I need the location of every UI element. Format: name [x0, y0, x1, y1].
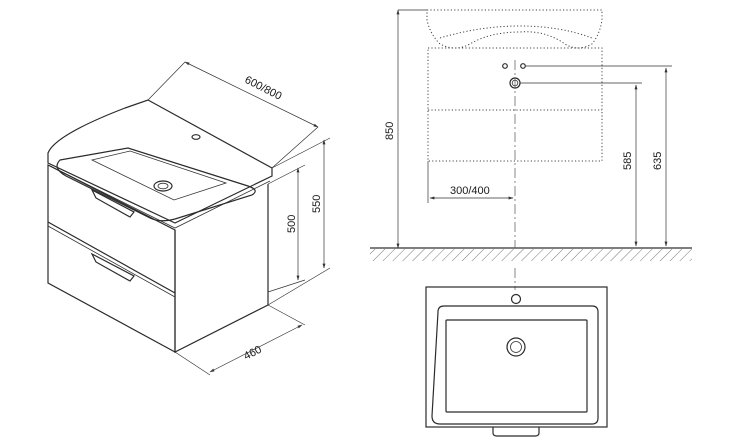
dim-front-height-label: 500	[286, 215, 298, 233]
floor-hatch	[370, 249, 692, 261]
basin-top	[47, 99, 273, 224]
basin-outline	[426, 9, 603, 49]
basin-front-rim	[49, 165, 271, 229]
dim-outlet-low-label: 585	[622, 152, 634, 170]
basin-curve	[439, 25, 593, 39]
basin-bowl	[56, 147, 256, 222]
dim-drain-position-label: 300/400	[450, 185, 490, 197]
basin-plan-rim	[431, 305, 599, 425]
drain-inner-icon	[157, 182, 169, 190]
dim-outlet-high-label: 635	[652, 152, 664, 170]
dim-total-height-label: 850	[384, 122, 396, 140]
drawer-divider-2	[47, 225, 176, 298]
cabinet-side	[174, 184, 269, 353]
drawer-handle-top	[90, 188, 135, 218]
isometric-view: 600/800 550 500 460	[47, 61, 331, 376]
drain-icon	[153, 180, 173, 192]
plan-tap-hole-icon	[510, 293, 522, 305]
water-inlet-right-icon	[520, 63, 526, 69]
plan-view	[425, 268, 608, 437]
drawer-divider	[47, 221, 176, 294]
drawer-handle-bottom	[90, 252, 135, 282]
front-elevation: 850 300/400 585 635	[370, 9, 692, 261]
basin-bowl-inner	[90, 150, 228, 201]
plan-drain-icon	[506, 337, 526, 357]
plan-drain-inner-icon	[510, 341, 522, 353]
dim-width-label: 600/800	[243, 74, 284, 103]
basin-bottom-tab	[492, 427, 540, 437]
tap-hole-icon	[191, 134, 201, 140]
cabinet-outline	[427, 47, 603, 162]
basin-plan-outline	[425, 286, 608, 428]
dim-cabinet-height-label: 550	[311, 195, 323, 213]
water-inlet-left-icon	[502, 63, 508, 69]
basin-plan-bowl	[445, 319, 588, 413]
